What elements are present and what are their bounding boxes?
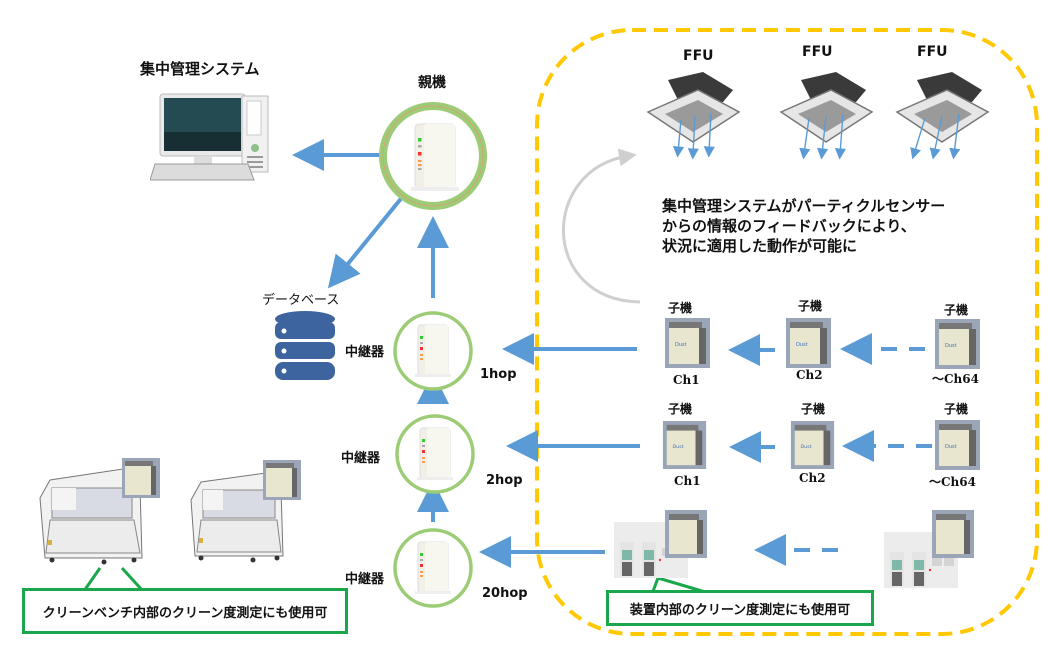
child-row1-ch2-channel: Ch2 xyxy=(796,368,823,382)
semiconductor-equipment-2[interactable] xyxy=(882,510,982,590)
database-icon[interactable] xyxy=(272,310,338,384)
child-row1-ch64-channel: ～Ch64 xyxy=(932,372,979,386)
svg-text:Dust: Dust xyxy=(945,444,957,450)
ffu-2-label: FFU xyxy=(802,44,833,60)
router-icon xyxy=(415,324,451,377)
child-row2-ch64-channel: ～Ch64 xyxy=(929,475,976,489)
arrow-parent-to-database xyxy=(327,188,410,289)
sensor-zone-border xyxy=(535,28,1039,636)
ffu-ceiling-unit-icon[interactable] xyxy=(776,72,876,162)
clean-bench-2[interactable] xyxy=(183,460,308,565)
feedback-line-3: 状況に適用した動作が可能に xyxy=(662,237,858,255)
repeater-2[interactable] xyxy=(394,413,476,495)
ffu-ceiling-unit-icon[interactable] xyxy=(892,72,992,162)
router-icon xyxy=(415,541,451,594)
svg-text:Dust: Dust xyxy=(673,444,684,450)
feedback-description: 集中管理システムがパーティクルセンサー からの情報のフィードバックにより、 状況… xyxy=(662,196,945,256)
semiconductor-equipment-1[interactable] xyxy=(612,510,712,580)
svg-text:Dust: Dust xyxy=(796,342,808,348)
particle-sensor-icon xyxy=(263,460,301,500)
ffu-1-label: FFU xyxy=(683,48,714,64)
child-row1-ch2-title: 子機 xyxy=(798,299,823,313)
repeater-1[interactable] xyxy=(392,310,474,392)
child-row1-ch1-channel: Ch1 xyxy=(673,373,700,387)
particle-sensor-icon[interactable]: Dust xyxy=(662,421,707,469)
svg-text:Dust: Dust xyxy=(945,343,957,349)
child-row1-ch64-title: 子機 xyxy=(944,303,969,317)
feedback-line-1: 集中管理システムがパーティクルセンサー xyxy=(662,197,946,215)
particle-sensor-icon[interactable]: Dust xyxy=(786,318,831,368)
particle-sensor-icon xyxy=(665,510,707,558)
parent-unit-title: 親機 xyxy=(418,75,446,91)
ffu-3-label: FFU xyxy=(917,44,948,60)
callout-clean-bench: クリーンベンチ内部のクリーン度測定にも使用可 xyxy=(22,588,348,634)
child-row2-ch2-title: 子機 xyxy=(801,402,826,416)
particle-sensor-icon[interactable]: Dust xyxy=(665,318,710,368)
central-system-title: 集中管理システム xyxy=(140,60,260,78)
repeater-2-label: 中継器 xyxy=(341,451,381,466)
child-row2-ch1-title: 子機 xyxy=(668,402,693,416)
clean-bench-1[interactable] xyxy=(30,458,170,568)
particle-sensor-icon xyxy=(932,510,974,558)
feedback-line-2: からの情報のフィードバックにより、 xyxy=(662,217,916,235)
child-row2-ch2-channel: Ch2 xyxy=(799,471,826,485)
callout-equipment: 装置内部のクリーン度測定にも使用可 xyxy=(606,590,874,626)
svg-text:Dust: Dust xyxy=(801,444,812,450)
child-row1-ch1-title: 子機 xyxy=(668,301,693,315)
router-icon xyxy=(411,123,459,191)
svg-text:Dust: Dust xyxy=(675,342,687,348)
feedback-arc xyxy=(562,148,641,304)
ffu-ceiling-unit-icon[interactable] xyxy=(643,72,743,162)
particle-sensor-icon[interactable]: Dust xyxy=(935,319,980,369)
repeater-1-label: 中継器 xyxy=(345,345,385,360)
particle-sensor-icon[interactable]: Dust xyxy=(790,421,835,469)
repeater-1-hop: 1hop xyxy=(480,367,517,382)
repeater-3-hop: 20hop xyxy=(482,586,528,601)
particle-sensor-icon[interactable]: Dust xyxy=(935,420,980,470)
child-row2-ch64-title: 子機 xyxy=(944,402,969,416)
repeater-3-label: 中継器 xyxy=(345,572,385,587)
parent-unit[interactable] xyxy=(377,100,489,212)
database-title: データベース xyxy=(262,293,340,308)
repeater-2-hop: 2hop xyxy=(486,473,523,488)
repeater-3[interactable] xyxy=(392,527,474,609)
router-icon xyxy=(417,427,453,480)
desktop-computer-icon[interactable] xyxy=(150,92,275,184)
particle-sensor-icon xyxy=(122,458,160,498)
child-row2-ch1-channel: Ch1 xyxy=(674,474,701,488)
